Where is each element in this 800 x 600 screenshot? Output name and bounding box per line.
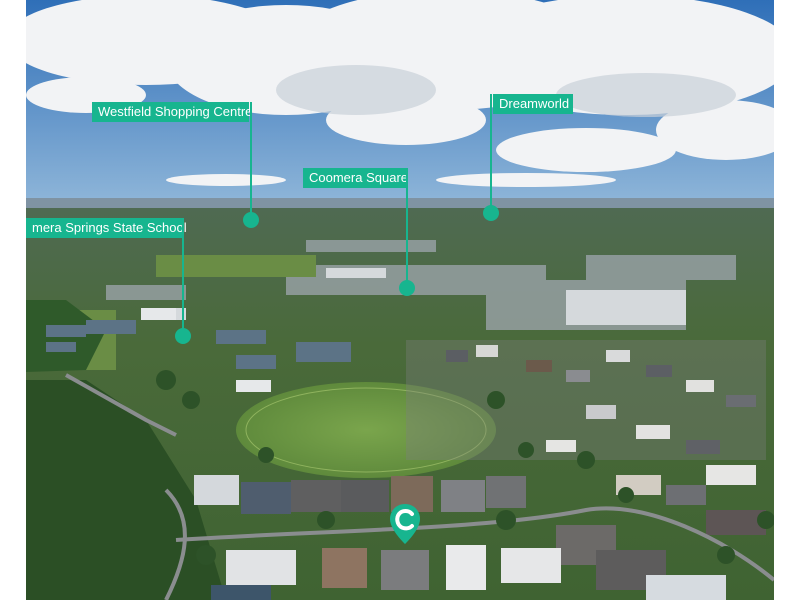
dreamworld-label: Dreamworld — [493, 94, 573, 114]
forest — [26, 380, 226, 600]
houses — [446, 345, 766, 600]
westfield-marker — [243, 212, 259, 228]
dreamworld-leader — [490, 94, 492, 213]
coomera-square-leader — [406, 168, 408, 288]
sports-oval — [236, 382, 496, 478]
dreamworld-marker — [483, 205, 499, 221]
school-marker — [175, 328, 191, 344]
coomera-square-marker — [399, 280, 415, 296]
school-leader — [182, 218, 184, 336]
school-label: mera Springs State School — [26, 218, 187, 238]
location-pin-icon — [390, 504, 420, 544]
coomera-square-label: Coomera Square — [303, 168, 408, 188]
foreground-houses — [194, 475, 561, 600]
westfield-leader — [250, 102, 252, 220]
westfield-label: Westfield Shopping Centre — [92, 102, 252, 122]
